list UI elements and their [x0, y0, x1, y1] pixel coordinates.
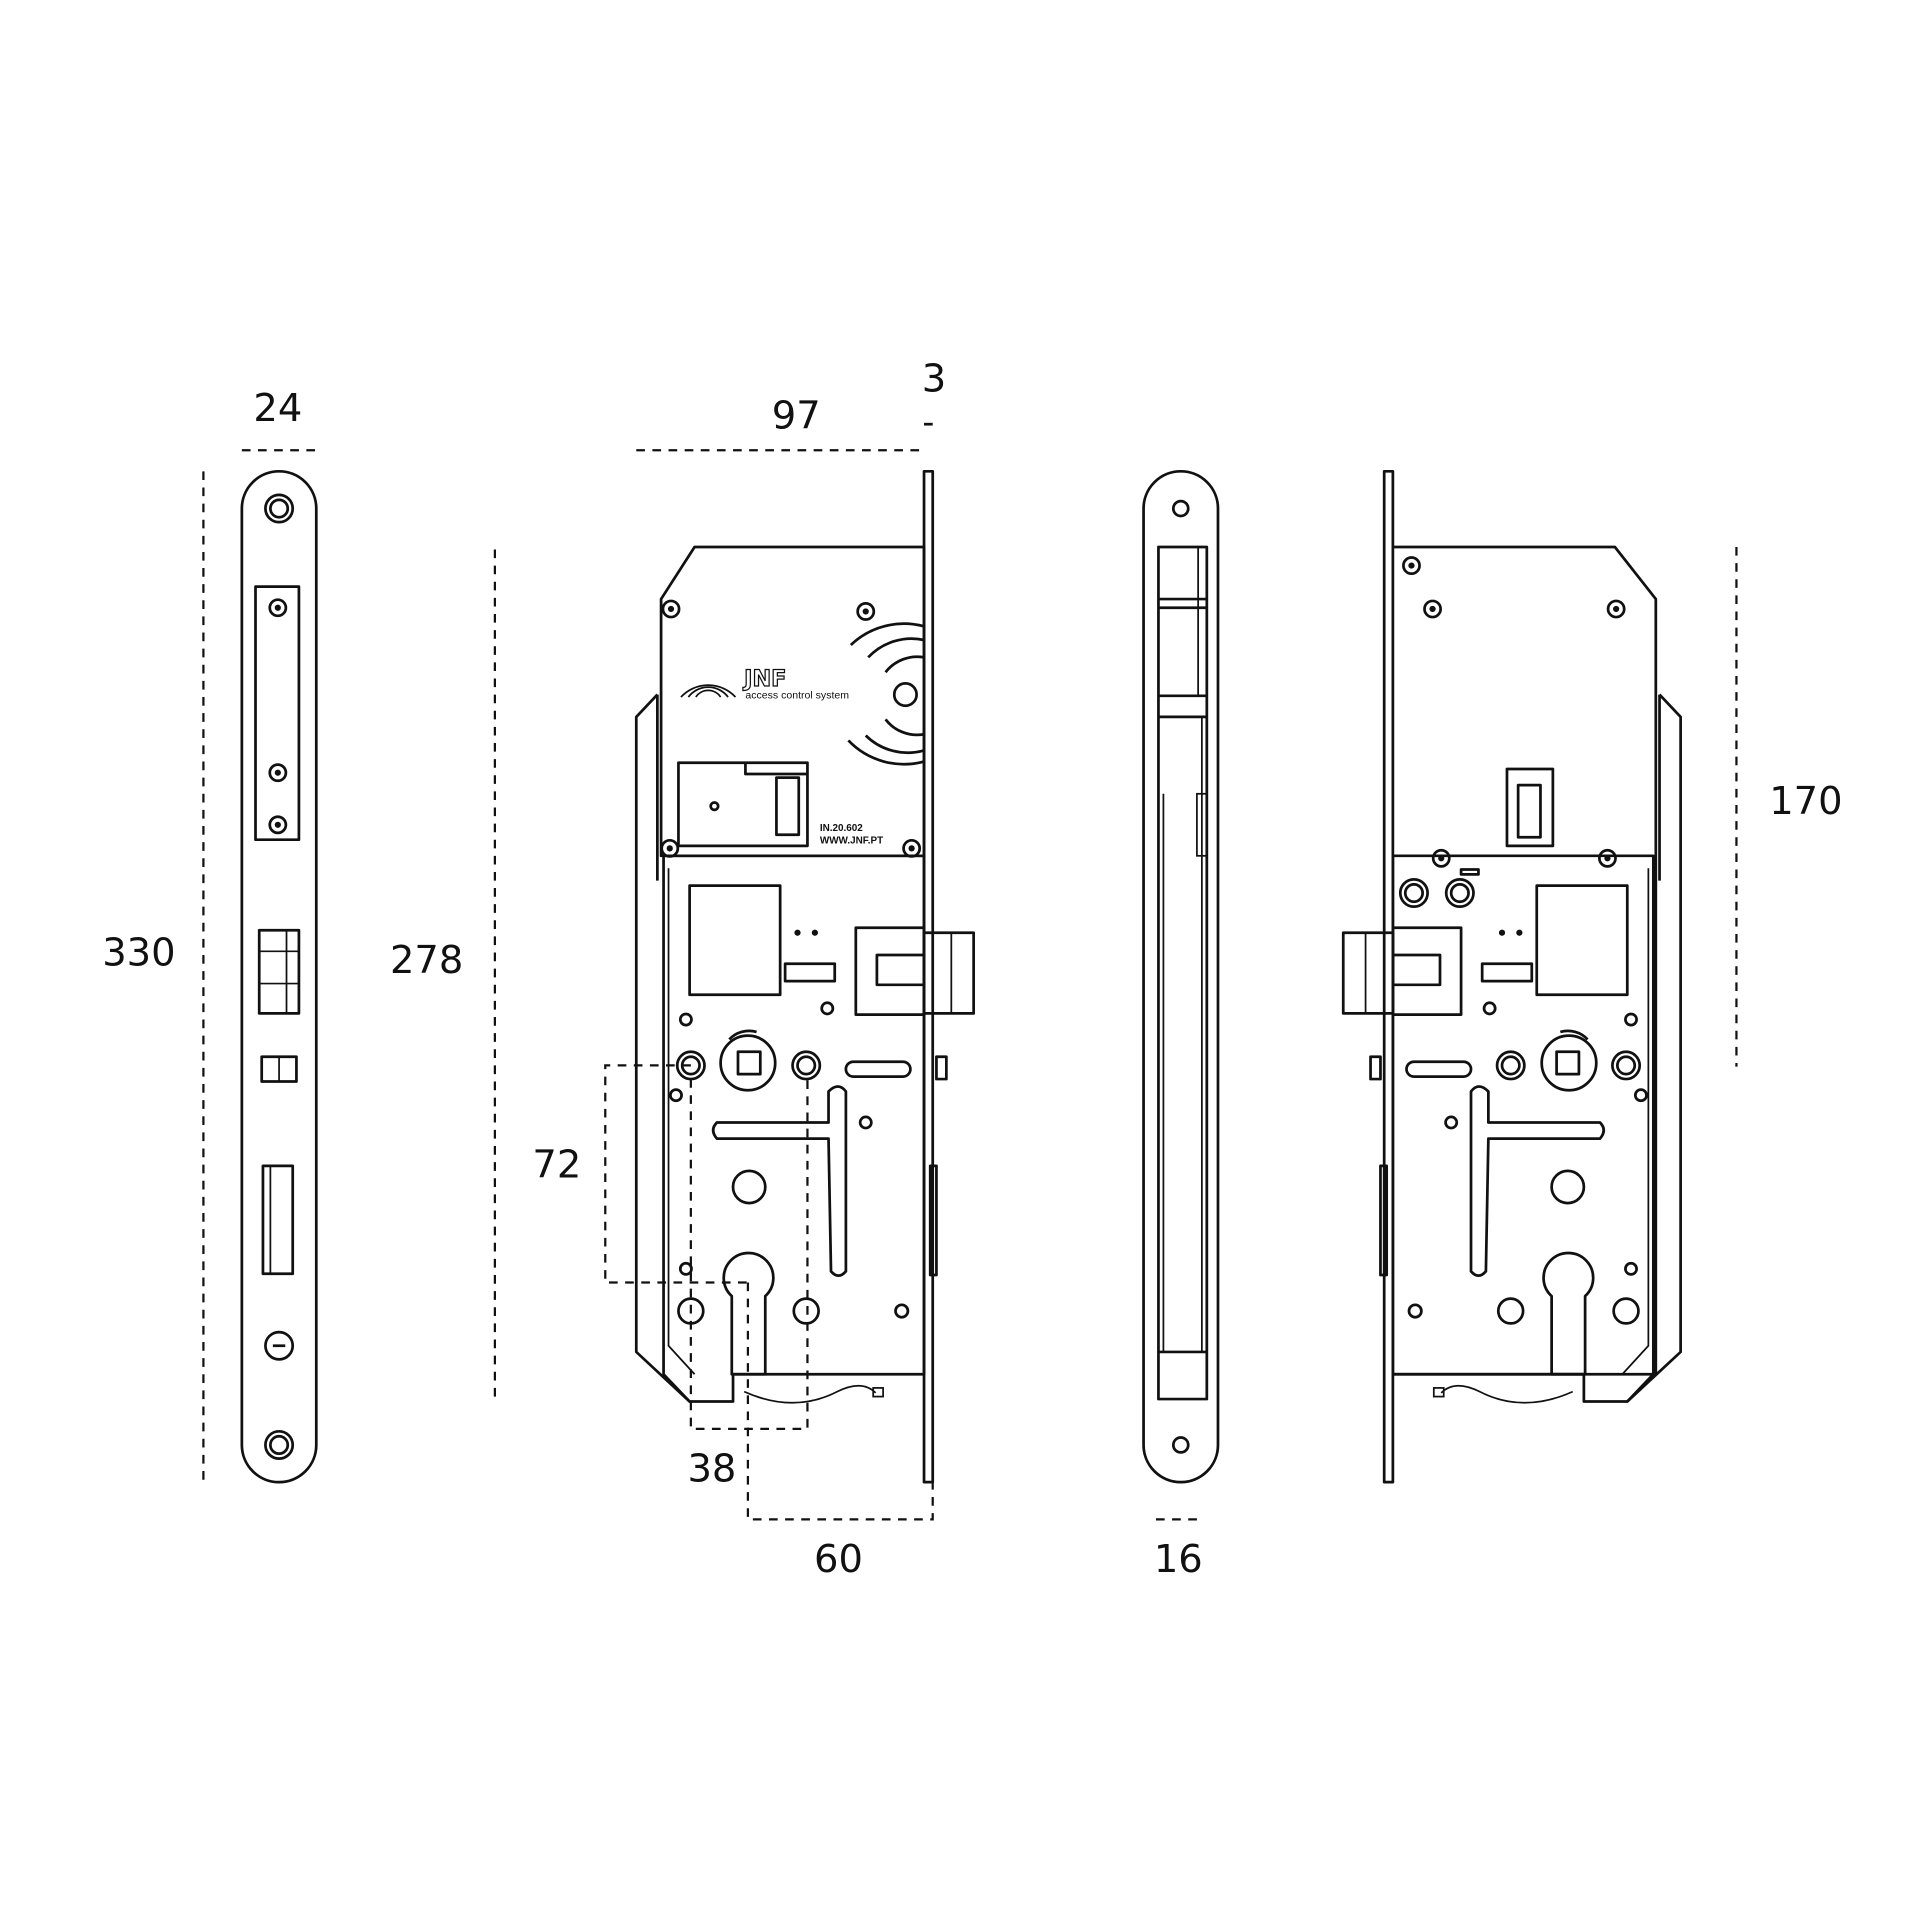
jnf-logo: JNF access control system: [680, 665, 849, 701]
dim-cylinder-offset: 38: [687, 1447, 736, 1492]
edge-side-view: [1142, 469, 1220, 1484]
svg-text:access control system: access control system: [745, 689, 849, 701]
dim-backset: 60: [814, 1537, 863, 1582]
lock-reader-side-view: JNF access control system IN.20.602 WWW.…: [636, 469, 973, 1484]
faceplate-front-view: [240, 469, 318, 1484]
lock-opposite-side-view: [1343, 469, 1680, 1484]
dim-faceplate-width: 24: [253, 386, 302, 431]
dim-reader-height: 170: [1769, 779, 1842, 824]
rfid-waves-icon: [847, 622, 925, 766]
dim-faceplate-thickness: 3: [922, 356, 946, 401]
dim-faceplate-length: 330: [102, 931, 175, 976]
website-text: WWW.JNF.PT: [820, 835, 883, 846]
dim-case-depth: 97: [772, 393, 821, 438]
model-number: IN.20.602: [820, 823, 863, 834]
svg-text:JNF: JNF: [742, 666, 786, 692]
dim-case-height: 278: [390, 938, 463, 983]
dim-side-thickness: 16: [1154, 1537, 1203, 1582]
dim-center-distance: 72: [532, 1143, 581, 1188]
